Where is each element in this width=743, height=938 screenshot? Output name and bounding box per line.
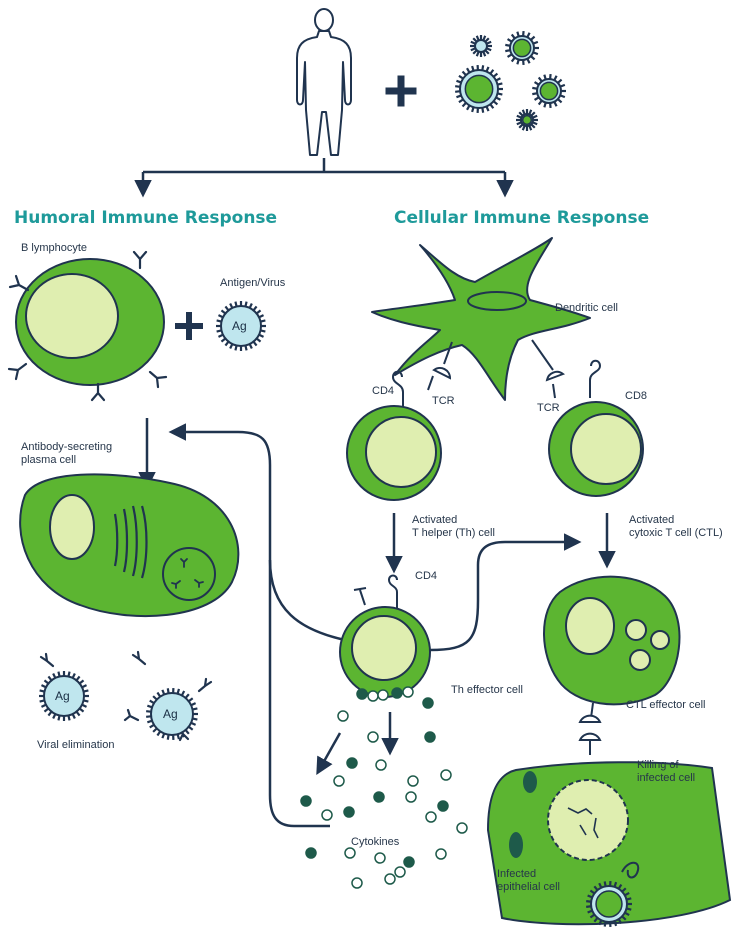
tcr-label-right: TCR (537, 402, 560, 415)
cytokine-dot (347, 758, 357, 768)
b-lymphocyte-cell (16, 259, 164, 385)
cytokine-dot (423, 698, 433, 708)
cytokine-dot (322, 810, 332, 820)
activated-ctl-label-line1: Activated (629, 514, 674, 527)
cytokine-dot (301, 796, 311, 806)
cytokine-dot (441, 770, 451, 780)
th-effector-label: Th effector cell (451, 684, 523, 697)
virus-particle-icon (516, 109, 538, 131)
cytokine-dot (338, 711, 348, 721)
cd8-label: CD8 (625, 390, 647, 403)
tcr-label-left: TCR (432, 395, 455, 408)
virus-particle-icon (455, 65, 503, 113)
cytokine-dot (426, 812, 436, 822)
cytokine-dot (392, 688, 402, 698)
cytokine-dot (357, 689, 367, 699)
cellular-response-heading: Cellular Immune Response (394, 208, 649, 228)
cytokine-dot (438, 801, 448, 811)
b-lymphocyte-label: B lymphocyte (21, 242, 87, 255)
activated-ctl-label-line2: cytoxic T cell (CTL) (629, 527, 723, 540)
viral-elimination-label: Viral elimination (37, 739, 114, 752)
plus-icon-humoral (178, 315, 200, 337)
cytokine-dot (352, 878, 362, 888)
cytokine-dot (368, 732, 378, 742)
antigen-virus-label: Antigen/Virus (220, 277, 285, 290)
ag-label-right: Ag (163, 707, 178, 721)
cytokine-dot (334, 776, 344, 786)
th-effector-cell (340, 576, 430, 698)
cytokine-dot (376, 760, 386, 770)
plasma-cell (20, 474, 238, 616)
cytokines-label: Cytokines (351, 836, 399, 849)
cytokine-dot (408, 776, 418, 786)
virus-particle-icon (470, 35, 492, 57)
t-cell-cd4 (347, 406, 441, 500)
ctl-effector-cell (544, 577, 679, 705)
cd4-label: CD4 (372, 385, 394, 398)
cytokine-dot (385, 874, 395, 884)
plasma-cell-label-line1: Antibody-secreting (21, 441, 112, 454)
cytokine-dot (378, 690, 388, 700)
infected-cell-label-line2: epithelial cell (497, 881, 560, 894)
plus-icon (389, 79, 413, 103)
cytokine-dot (306, 848, 316, 858)
activated-th-label-line2: T helper (Th) cell (412, 527, 495, 540)
cytokine-dot (406, 792, 416, 802)
cytokine-dot (375, 853, 385, 863)
ctl-effector-label: CTL effector cell (626, 699, 705, 712)
arrow-cytokines-left (318, 733, 340, 772)
activated-th-label-line1: Activated (412, 514, 457, 527)
virus-particle-icon (532, 74, 566, 108)
cytokine-dots (301, 687, 467, 888)
dendritic-cell-label: Dendritic cell (555, 302, 618, 315)
t-cell-cd8 (549, 402, 643, 496)
cytokine-dot (403, 687, 413, 697)
branch-connector (143, 158, 505, 194)
cytokine-dot (436, 849, 446, 859)
humoral-response-heading: Humoral Immune Response (14, 208, 277, 228)
killing-label-line2: infected cell (637, 772, 695, 785)
ag-label-left: Ag (55, 689, 70, 703)
cd4-label-effector: CD4 (415, 570, 437, 583)
killing-label-line1: Killing of (637, 759, 679, 772)
cytokine-dot (344, 807, 354, 817)
cytokine-dot (457, 823, 467, 833)
virus-particle-icon (505, 31, 539, 65)
infected-cell-label-line1: Infected (497, 868, 536, 881)
cytokine-dot (404, 857, 414, 867)
ag-label-top: Ag (232, 319, 247, 333)
ctl-tcr-icon (580, 703, 600, 755)
plasma-cell-label-line2: plasma cell (21, 454, 76, 467)
cytokine-dot (374, 792, 384, 802)
cytokine-dot (368, 691, 378, 701)
cytokine-dot (395, 867, 405, 877)
cytokine-dot (425, 732, 435, 742)
cytokine-dot (345, 848, 355, 858)
human-figure-icon (297, 9, 351, 155)
virus-cluster (455, 31, 566, 131)
